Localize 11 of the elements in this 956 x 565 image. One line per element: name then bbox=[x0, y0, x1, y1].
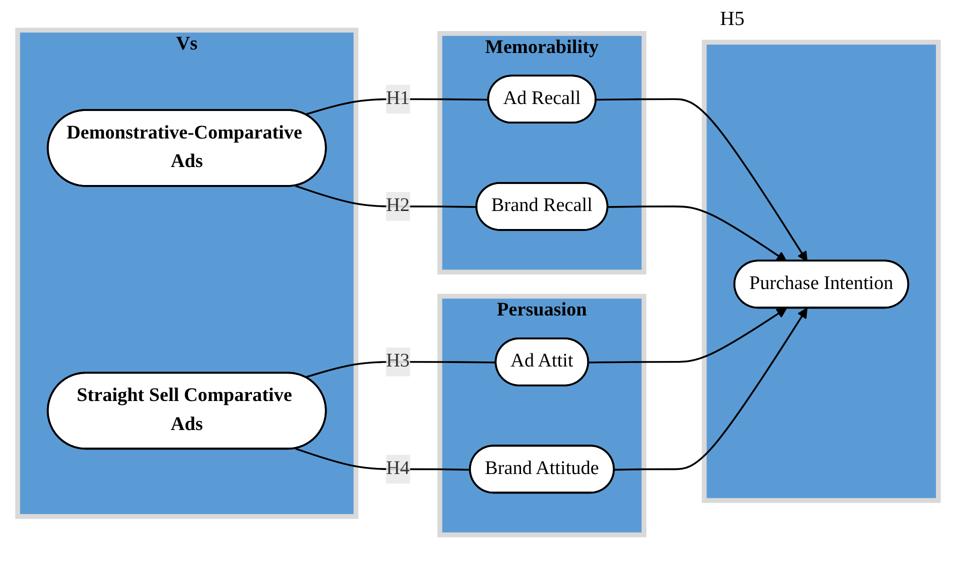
connector bbox=[305, 361, 496, 378]
arrow bbox=[588, 308, 787, 364]
edge-label: H1 bbox=[386, 88, 410, 109]
edge-label: H2 bbox=[386, 196, 410, 216]
edge-label: H4 bbox=[386, 458, 410, 479]
cluster bbox=[702, 40, 941, 503]
edge-label: H3 bbox=[386, 351, 410, 372]
arrow bbox=[608, 206, 787, 262]
hypothesis-label: H5 bbox=[720, 8, 744, 31]
arrow bbox=[596, 98, 808, 262]
arrow bbox=[614, 308, 808, 471]
